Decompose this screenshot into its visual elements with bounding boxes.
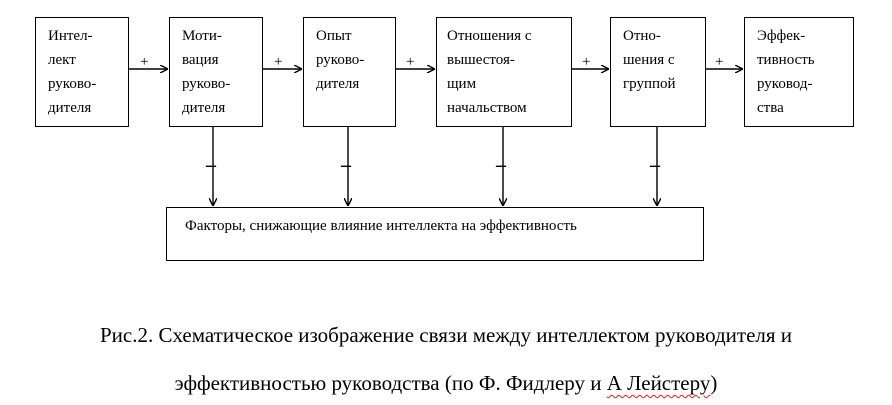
box-motivation: Моти- вация руково- дителя xyxy=(169,17,263,127)
box-effectiveness-label: Эффек- тивность руковод- ства xyxy=(757,28,815,116)
figure-caption-line-2: эффективностью руководства (по Ф. Фидлер… xyxy=(0,368,892,398)
box-factors-label: Факторы, снижающие влияние интеллекта на… xyxy=(185,218,577,234)
caption-text-end: ) xyxy=(710,371,718,395)
box-group: Отно- шения с группой xyxy=(610,17,706,127)
plus-sign: + xyxy=(274,54,283,70)
minus-sign: – xyxy=(206,154,216,176)
minus-sign: – xyxy=(496,154,506,176)
box-intellect-label: Интел- лект руково- дителя xyxy=(48,28,97,116)
plus-sign: + xyxy=(406,54,415,70)
caption-spellcheck-underlined-text: А Лейстеру xyxy=(606,371,711,395)
plus-sign: + xyxy=(140,54,149,70)
box-superiors: Отношения с вышестоя- щим начальством xyxy=(436,17,572,127)
box-experience: Опыт руково- дителя xyxy=(303,17,396,127)
figure-caption-line-1: Рис.2. Схематическое изображение связи м… xyxy=(99,323,793,347)
plus-sign: + xyxy=(715,54,724,70)
box-motivation-label: Моти- вация руково- дителя xyxy=(182,28,231,116)
box-intellect: Интел- лект руково- дителя xyxy=(35,17,129,127)
box-factors: Факторы, снижающие влияние интеллекта на… xyxy=(166,207,704,261)
box-superiors-label: Отношения с вышестоя- щим начальством xyxy=(447,28,532,116)
minus-sign: – xyxy=(650,154,660,176)
minus-sign: – xyxy=(341,154,351,176)
box-group-label: Отно- шения с группой xyxy=(623,28,676,92)
plus-sign: + xyxy=(582,54,591,70)
caption-text: эффективностью руководства (по Ф. Фидлер… xyxy=(174,371,607,395)
box-effectiveness: Эффек- тивность руковод- ства xyxy=(744,17,854,127)
box-experience-label: Опыт руково- дителя xyxy=(316,28,365,92)
